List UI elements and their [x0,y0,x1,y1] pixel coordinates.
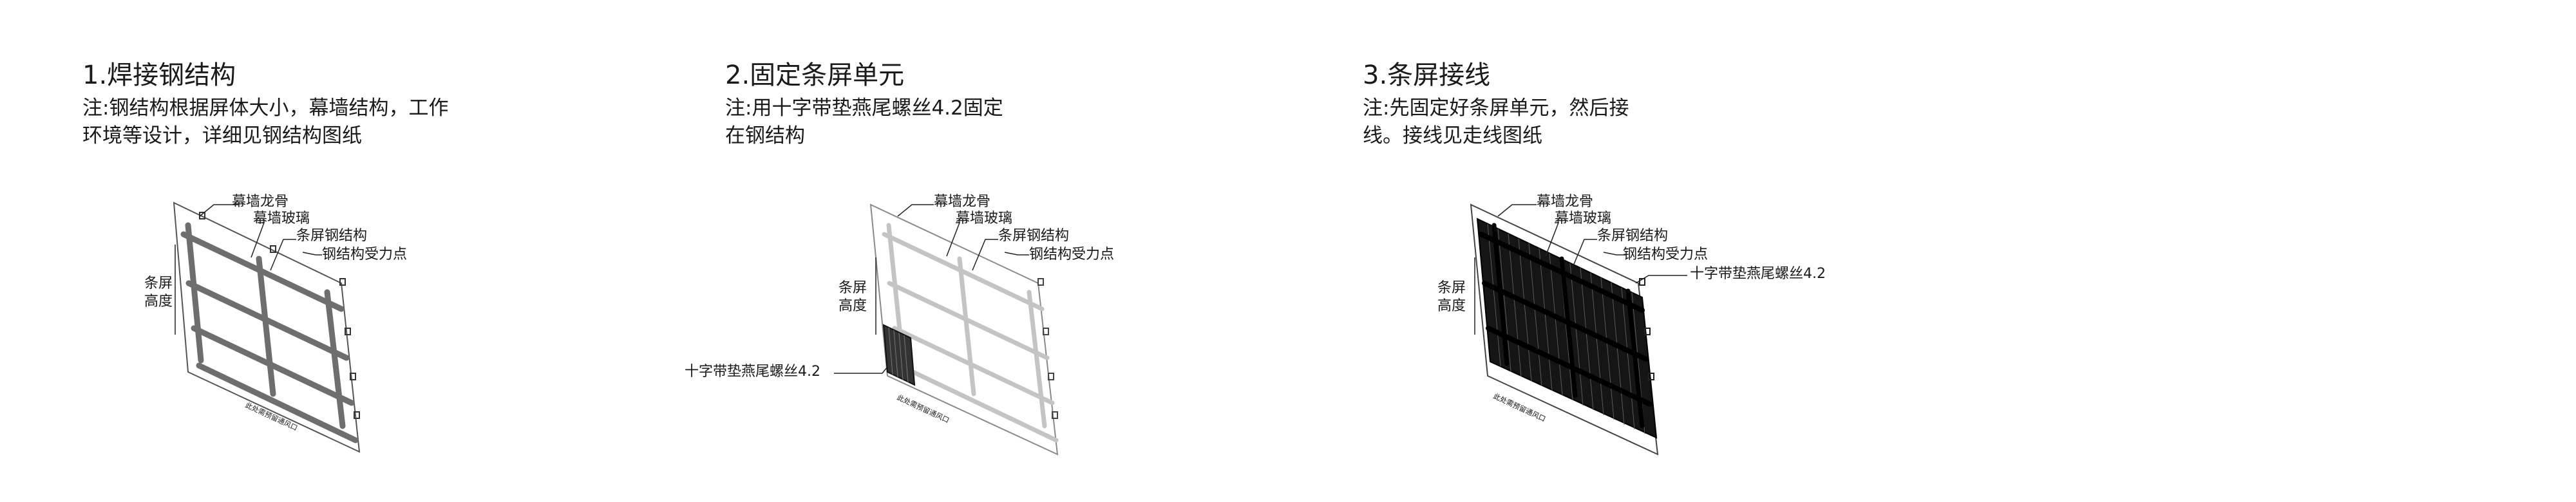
label-height-1: 条屏 [838,280,867,296]
step-3-title: 3.条屏接线 [1363,60,1491,90]
leader-line [834,366,888,374]
steel-horizontal-member [882,232,1045,311]
steel-vertical-member [1559,256,1578,398]
curtain-wall-glass [869,203,1059,456]
leader-line [199,204,238,217]
label-curtain-glass: 幕墙玻璃 [956,210,1012,227]
label-height-2: 高度 [144,293,173,310]
force-point [339,278,346,286]
force-point [1639,278,1645,286]
steel-horizontal-members [180,231,359,443]
leader-line [897,204,934,217]
step-1-note-line-1: 注:钢结构根据屏体大小，幕墙结构，工作 [82,97,449,120]
label-height-2: 高度 [838,298,867,314]
steel-horizontal-member [180,231,345,312]
label-force-point: 钢结构受力点 [322,246,407,263]
label-strip-steel: 条屏钢结构 [998,228,1069,244]
step-1-note-line-2: 环境等设计，详细见钢结构图纸 [82,124,362,147]
force-point [1043,328,1049,335]
steel-vertical-member [256,256,276,397]
label-force-point: 钢结构受力点 [1623,246,1708,263]
steel-vertical-members [185,222,346,429]
step-1-panel: 1.焊接钢结构 注:钢结构根据屏体大小，幕墙结构，工作 环境等设计，详细见钢结构… [0,0,858,502]
force-point [1052,411,1058,419]
steel-horizontal-member [196,362,359,443]
curtain-wall-glass [1470,203,1659,456]
steel-horizontal-member [1482,281,1649,362]
steel-horizontal-member [897,363,1059,443]
leader-line [1571,239,1597,271]
leader-line [946,222,961,257]
label-height-2: 高度 [1437,298,1466,314]
label-force-point: 钢结构受力点 [1029,246,1114,263]
force-point [1037,278,1044,286]
step-3-panel: 3.条屏接线 注:先固定好条屏单元，然后接 线。接线见走线图纸 [1363,0,2576,502]
label-height-1: 条屏 [1437,280,1466,296]
label-curtain-glass: 幕墙玻璃 [1555,210,1611,227]
force-points [199,212,360,419]
curtain-wall-glass [173,201,361,453]
force-point [270,245,276,253]
label-curtain-keel: 幕墙龙骨 [934,194,990,210]
leader-line [1545,222,1560,257]
force-point [345,328,351,335]
step-1-title: 1.焊接钢结构 [82,60,236,90]
steel-horizontal-member [191,325,355,406]
label-bottom-note: 此处需预留通风口 [896,393,951,425]
label-screw: 十字带垫燕尾螺丝4.2 [1690,266,1826,282]
force-point [1648,373,1654,380]
leader-line [972,239,998,271]
steel-horizontal-member [185,280,350,361]
steel-vertical-members [1492,223,1645,429]
step-2-title: 2.固定条屏单元 [725,60,905,90]
strip-screen-unit [882,324,916,386]
force-points [1639,278,1654,380]
force-point [1644,328,1651,335]
label-strip-steel: 条屏钢结构 [1597,228,1668,244]
steel-horizontal-member [887,281,1050,360]
step-3-note-line-2: 线。接线见走线图纸 [1363,124,1542,147]
steel-horizontal-members [882,232,1059,443]
force-point [1048,373,1054,380]
steel-horizontal-member [1486,326,1653,407]
leader-line [1635,275,1687,284]
leader-line [302,252,322,256]
steel-vertical-member [324,289,346,429]
step-2-panel: 2.固定条屏单元 注:用十字带垫燕尾螺丝4.2固定 在钢结构 [685,0,1717,502]
steel-vertical-member [957,256,976,396]
leader-line [1004,252,1029,256]
leader-line [251,222,265,258]
force-point [199,212,205,219]
step-3-note-line-1: 注:先固定好条屏单元，然后接 [1363,97,1629,120]
leader-line [270,239,296,271]
label-curtain-glass: 幕墙玻璃 [253,210,310,227]
leader-line [1497,204,1537,217]
steel-vertical-member [185,222,204,364]
steel-horizontal-member [892,326,1055,405]
force-points [1037,278,1058,419]
force-point [350,373,356,380]
step-1-steel-structure-diagram: 幕墙龙骨 幕墙玻璃 条屏钢结构 钢结构受力点 条屏 高度 此处需预留通风口 [144,194,407,453]
leader-line [1603,252,1627,256]
label-screw: 十字带垫燕尾螺丝4.2 [685,364,820,380]
steel-vertical-member [1027,290,1047,429]
steel-vertical-member [1625,288,1645,429]
label-height-1: 条屏 [144,275,173,292]
step-3-wiring-diagram: 幕墙龙骨 幕墙玻璃 条屏钢结构 钢结构受力点 十字带垫燕尾螺丝4.2 条屏 高度… [1437,194,1826,456]
step-2-note-line-2: 在钢结构 [725,124,805,147]
label-strip-steel: 条屏钢结构 [296,228,367,244]
label-curtain-keel: 幕墙龙骨 [1537,194,1593,210]
label-curtain-keel: 幕墙龙骨 [232,194,289,210]
step-2-note-line-1: 注:用十字带垫燕尾螺丝4.2固定 [725,97,1003,120]
steel-vertical-member [1492,223,1510,366]
force-point [354,411,360,419]
